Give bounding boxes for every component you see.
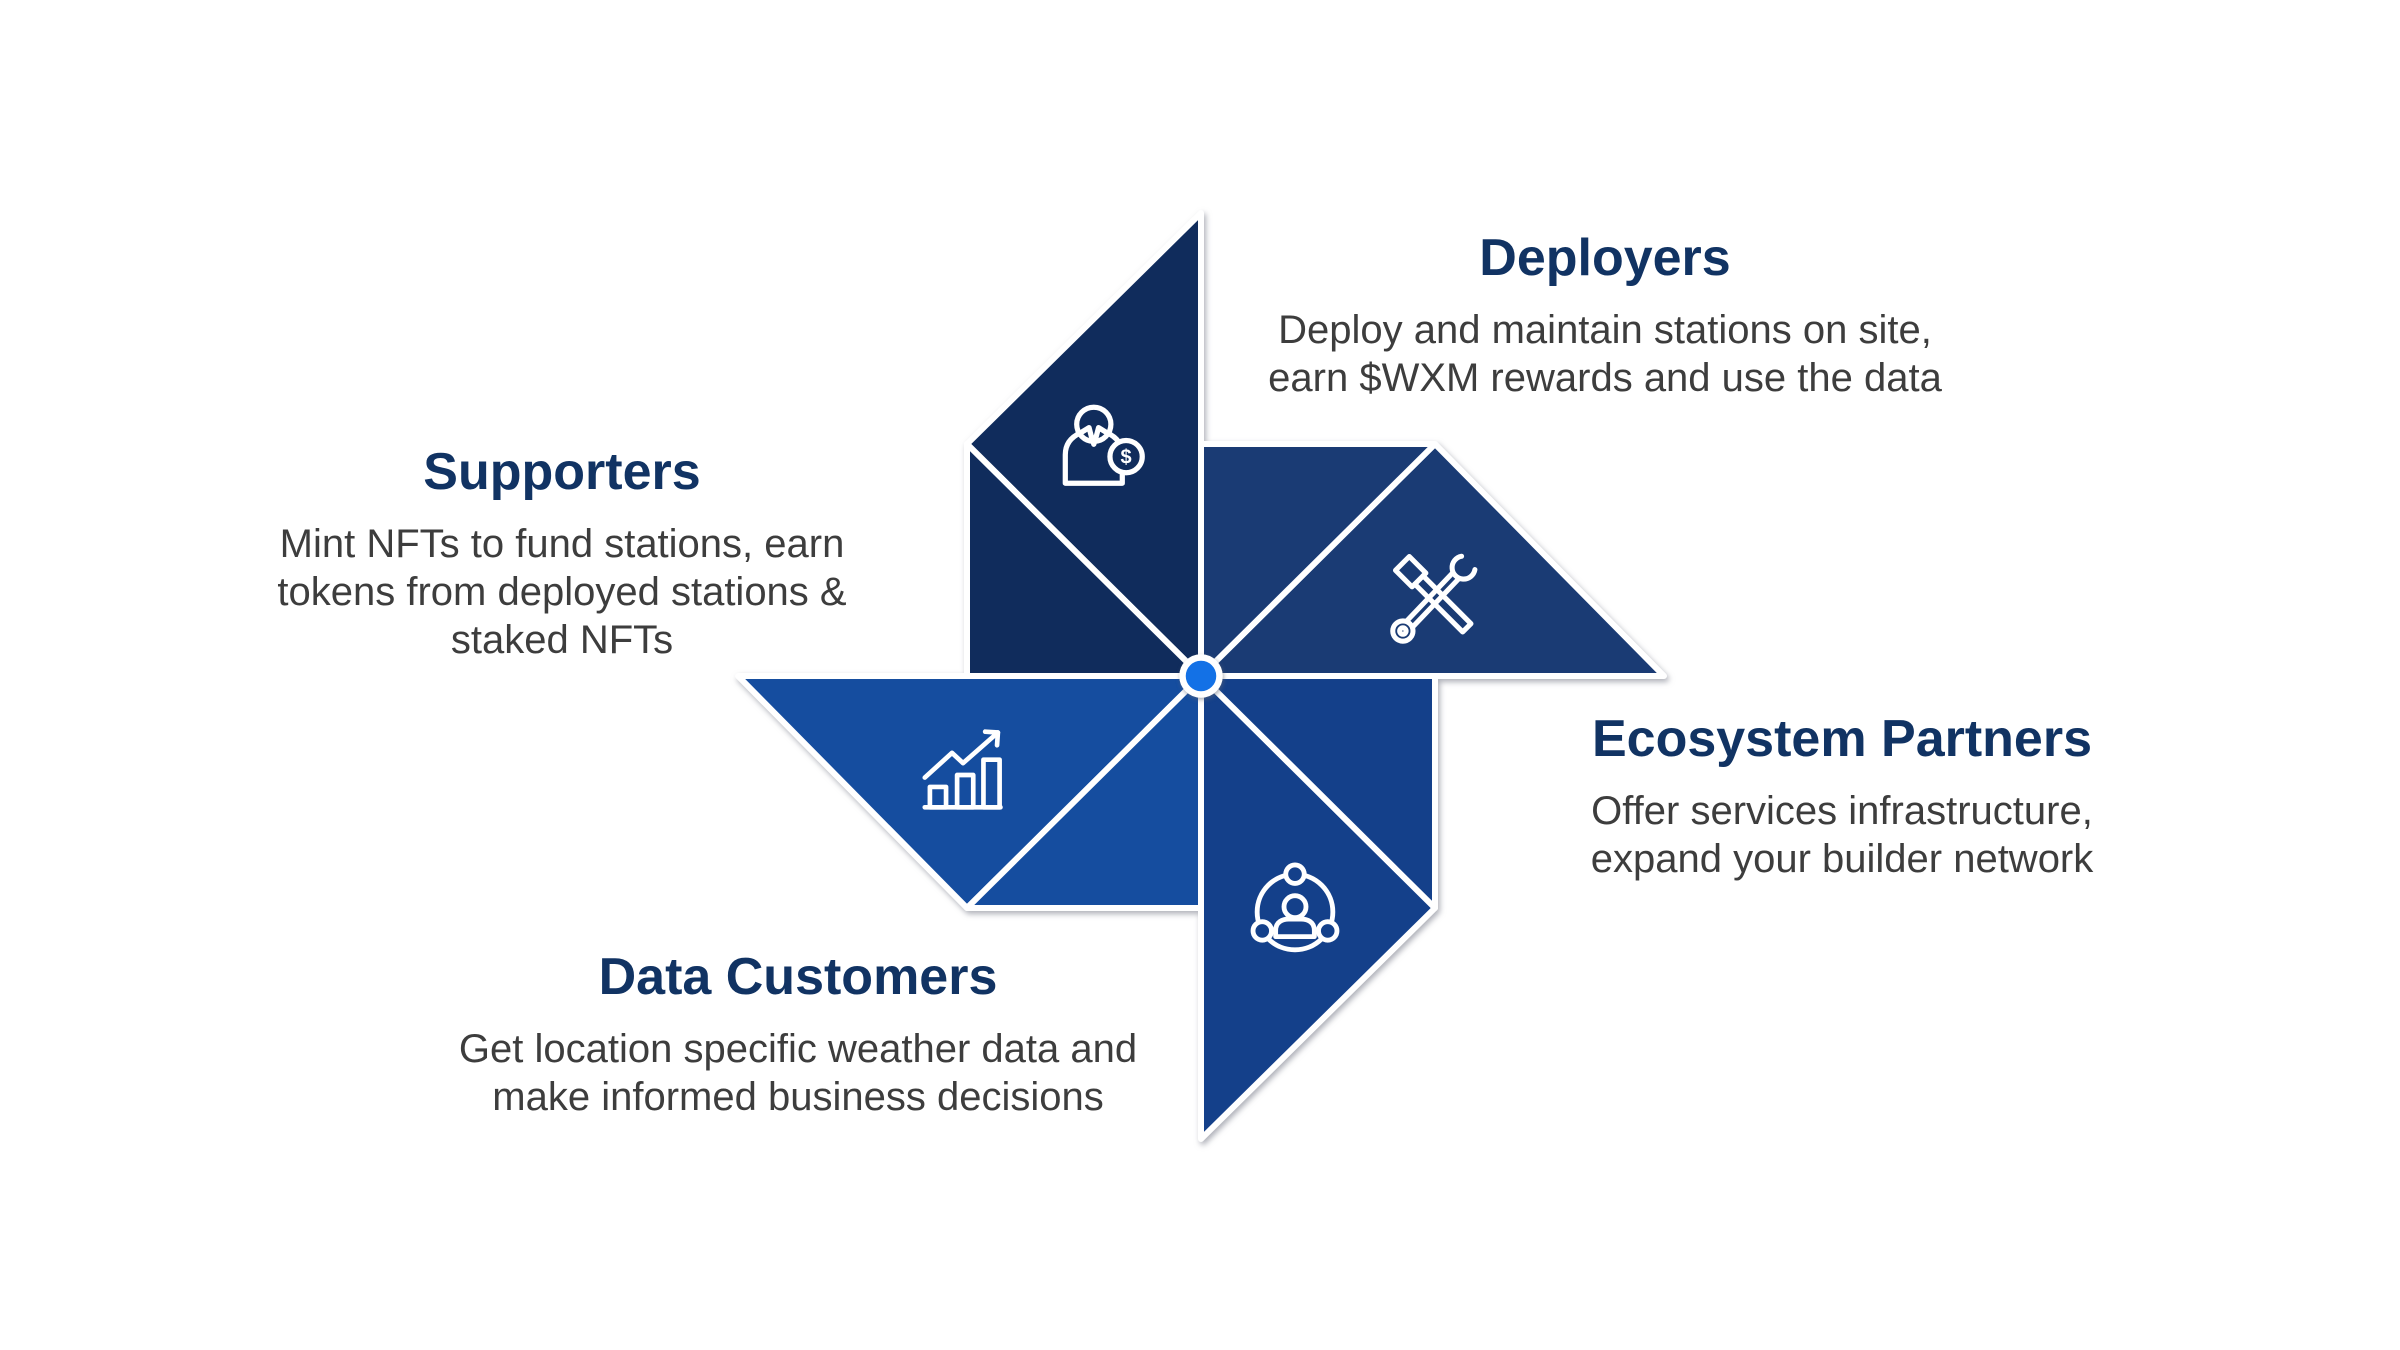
- supporters-description: Mint NFTs to fund stations, earn tokens …: [277, 520, 846, 664]
- network-node-top: [1283, 862, 1307, 886]
- network-node-right: [1316, 919, 1340, 943]
- tools-icon: [1390, 553, 1478, 644]
- chart-arrowhead: [982, 729, 1001, 748]
- member-head: [1281, 893, 1309, 921]
- ecosystem-partners-title: Ecosystem Partners: [1591, 710, 2093, 768]
- supporters-label-block: Supporters Mint NFTs to fund stations, e…: [277, 444, 846, 664]
- hub-dot: [1179, 654, 1223, 698]
- data-customers-description: Get location specific weather data and m…: [459, 1025, 1137, 1121]
- data-customers-blade: [735, 673, 1204, 911]
- network-node-left: [1250, 919, 1274, 943]
- description-line: Deploy and maintain stations on site,: [1278, 308, 1932, 352]
- description-line: Offer services infrastructure,: [1591, 789, 2093, 833]
- wrench-ring-hole: [1397, 625, 1409, 637]
- dollar-symbol: $: [1121, 447, 1132, 469]
- ecosystem-partners-blade: [1198, 673, 1438, 1142]
- deployers-label-block: Deployers Deploy and maintain stations o…: [1268, 230, 1942, 402]
- description-line: make informed business decisions: [492, 1075, 1104, 1119]
- center-hub: [1179, 654, 1223, 698]
- dollar-coin: [1107, 437, 1145, 476]
- description-line: earn $WXM rewards and use the data: [1268, 356, 1942, 400]
- chart-bar-3: [981, 757, 1002, 810]
- deployers-title: Deployers: [1479, 229, 1731, 287]
- member-shoulders: [1273, 916, 1317, 940]
- description-line: Get location specific weather data and: [458, 1027, 1138, 1071]
- description-line: expand your builder network: [1590, 837, 2094, 881]
- data-customers-title: Data Customers: [598, 948, 998, 1006]
- people-network-icon: [1250, 862, 1340, 953]
- chart-bar-2: [954, 772, 976, 810]
- screwdriver-shaft: [1412, 573, 1474, 635]
- person-dollar-icon: $: [1062, 404, 1145, 486]
- chart-growth-icon: [922, 729, 1003, 810]
- ecosystem-partners-description: Offer services infrastructure, expand yo…: [1591, 787, 2094, 883]
- supporters-blade: [964, 210, 1204, 679]
- description-line: staked NFTs: [450, 618, 674, 662]
- wrench-ring: [1390, 618, 1416, 644]
- wrench-shaft: [1404, 570, 1462, 630]
- deployers-blade-base: [1198, 441, 1438, 679]
- wrench-jaw: [1449, 553, 1478, 582]
- ecosystem-partners-label-block: Ecosystem Partners Offer services infras…: [1591, 711, 2094, 883]
- ecosystem-partners-blade-base: [1198, 673, 1438, 911]
- chart-bar-1: [927, 784, 949, 810]
- description-line: Mint NFTs to fund stations, earn: [279, 522, 845, 566]
- supporters-title: Supporters: [423, 443, 701, 501]
- person-torso: [1062, 425, 1125, 486]
- screwdriver-handle: [1392, 553, 1429, 590]
- deployers-blade: [1198, 441, 1667, 679]
- data-customers-blade-base: [964, 673, 1204, 911]
- description-line: tokens from deployed stations &: [277, 570, 847, 614]
- data-customers-label-block: Data Customers Get location specific wea…: [459, 949, 1137, 1121]
- deployers-description: Deploy and maintain stations on site, ea…: [1268, 306, 1942, 402]
- pinwheel-blades: [735, 210, 1667, 1142]
- chart-trend-line: [922, 730, 1001, 780]
